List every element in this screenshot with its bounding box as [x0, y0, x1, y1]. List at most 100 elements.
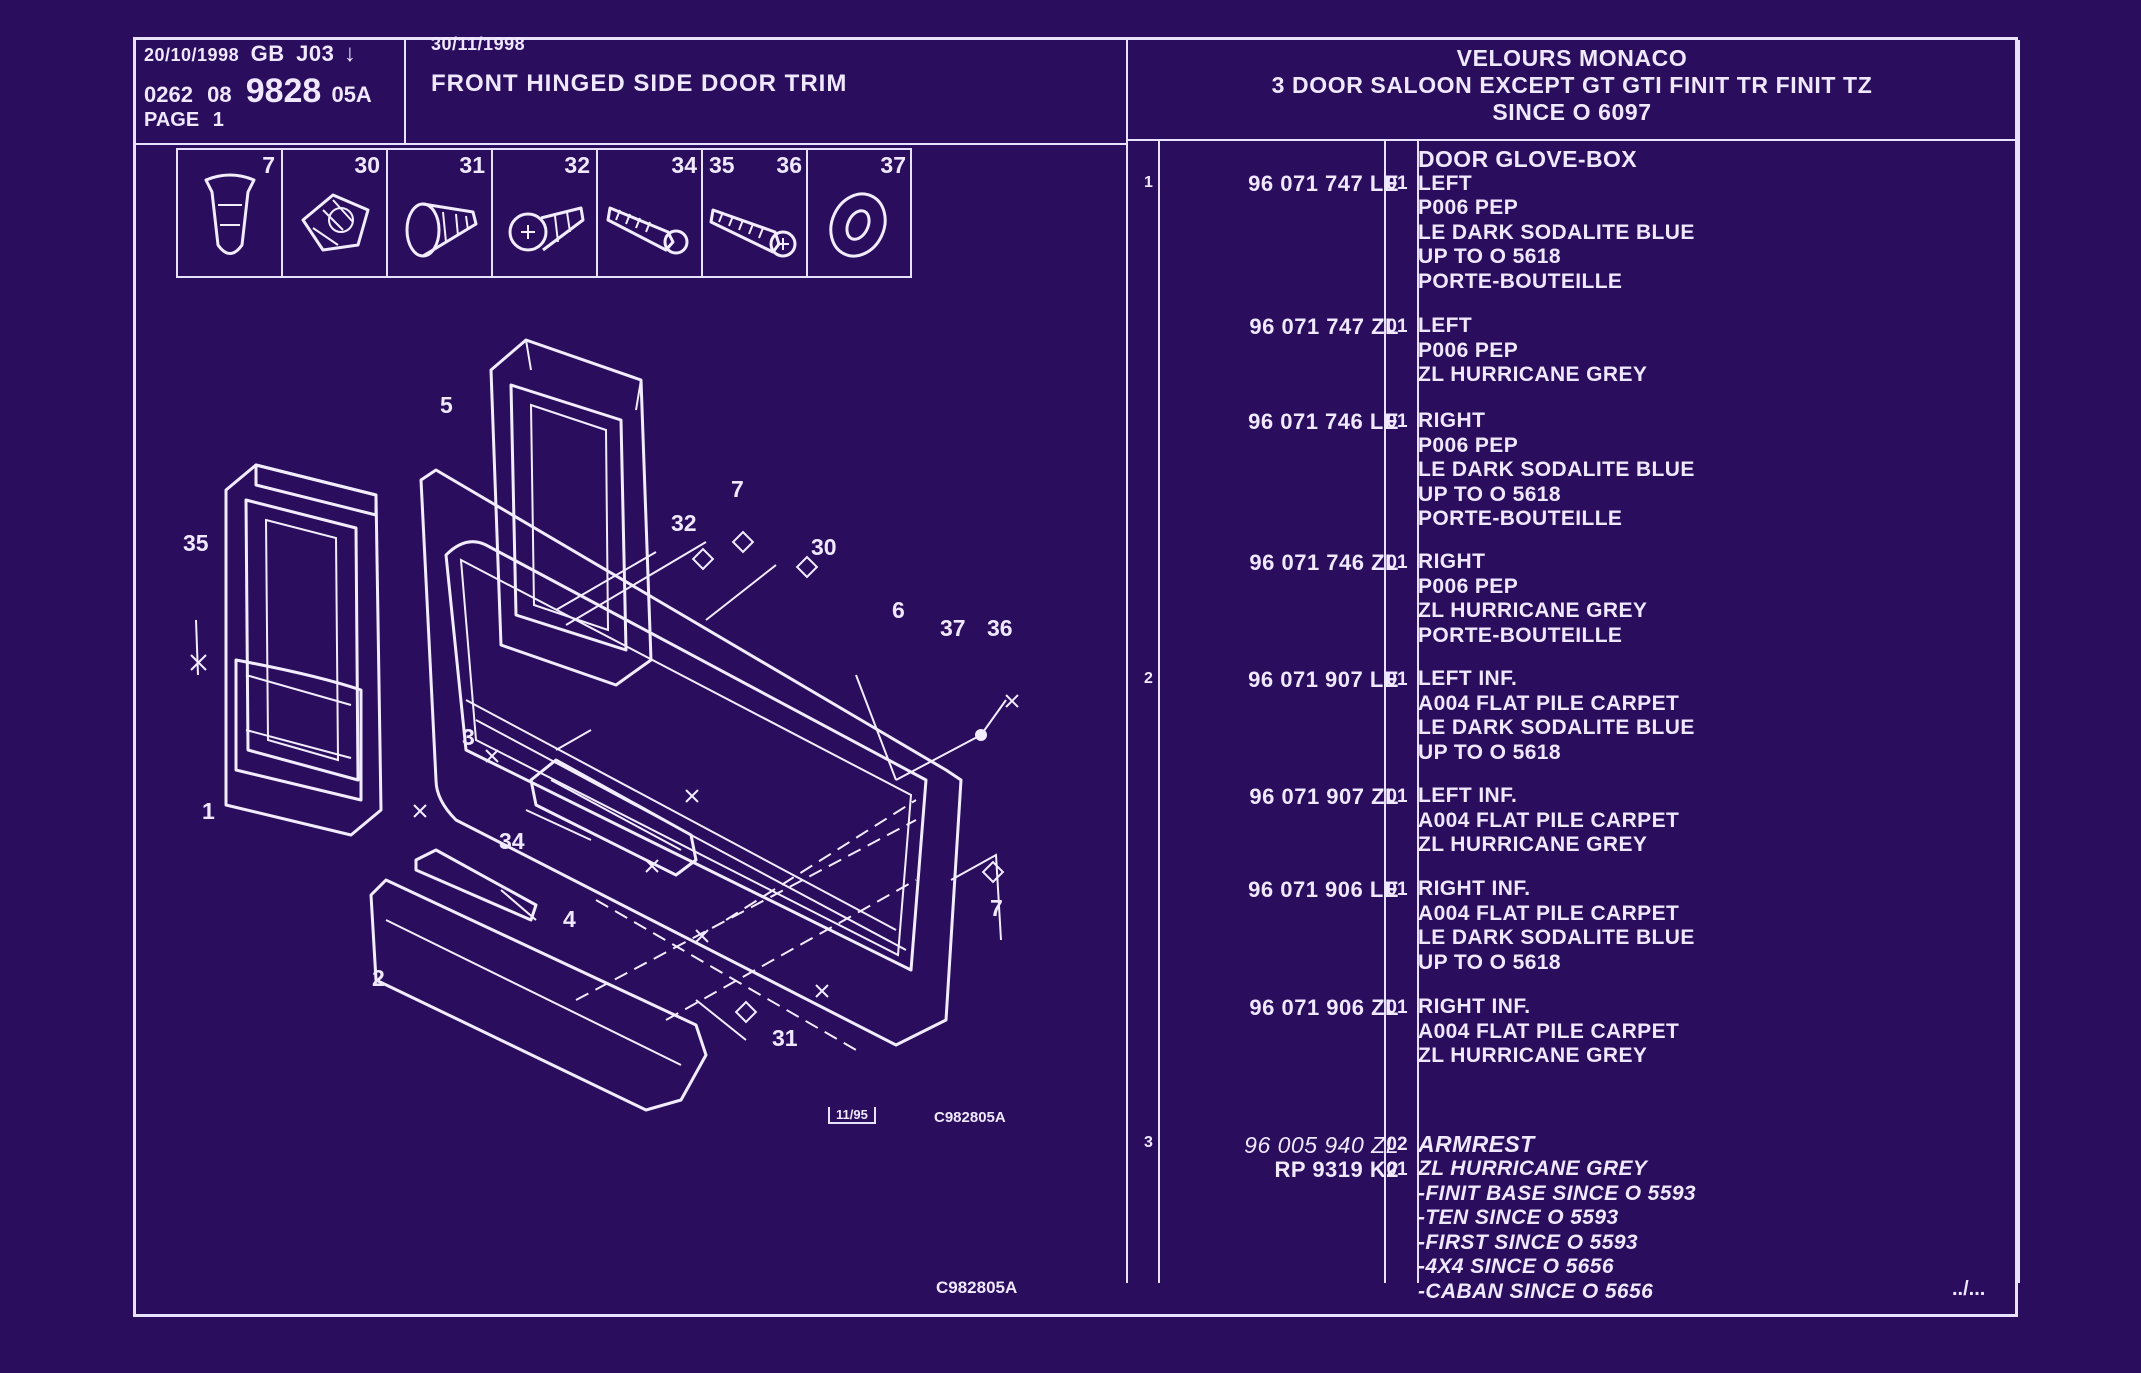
callout-4: 4 — [563, 906, 576, 932]
quantity: 02 — [1386, 1134, 1408, 1155]
quantity: 01 — [1386, 786, 1408, 807]
quantity: 01 — [1386, 316, 1408, 337]
sheet-code: J03 — [296, 41, 335, 66]
main-divider — [1126, 40, 1128, 1283]
ref-suffix: 05A — [331, 82, 372, 107]
fastener-cell-30: 30 — [283, 150, 388, 276]
print-date: 20/10/1998 — [144, 45, 240, 65]
desc-line: -TEN SINCE O 5593 — [1418, 1206, 1619, 1229]
page-label: PAGE — [144, 109, 200, 131]
desc-line: UP TO O 5618 — [1418, 740, 1561, 764]
trim-line-1: VELOURS MONACO — [1456, 45, 1688, 71]
header-bottom-left — [136, 143, 1126, 145]
desc-line: LEFT — [1418, 171, 1473, 195]
desc-line: RIGHT — [1418, 550, 1486, 573]
screw-cup-icon — [405, 202, 478, 258]
down-arrow-icon: ↓ — [343, 40, 357, 67]
fastener-cell-35-36: 35 36 — [703, 150, 808, 276]
desc-line: UP TO O 5618 — [1418, 950, 1561, 974]
part-number: 96 071 747 LE — [1248, 171, 1399, 196]
ref-prefix: 0262 — [144, 82, 193, 107]
callout-30: 30 — [811, 534, 837, 560]
drawing-code: C982805A — [934, 1109, 1006, 1126]
fastener-number: 35 — [709, 152, 735, 178]
quantity: 01 — [1386, 997, 1408, 1018]
header-divider-1 — [404, 40, 406, 143]
description: ARMREST — [1418, 1132, 1535, 1157]
part-number: 96 071 906 LE — [1248, 877, 1399, 902]
desc-line: A004 FLAT PILE CARPET — [1418, 808, 1680, 832]
description: RIGHT P006 PEP LE DARK SODALITE BLUE UP … — [1418, 409, 1695, 532]
section-title: FRONT HINGED SIDE DOOR TRIM — [431, 70, 848, 97]
part-number: RP 9319 K2 — [1274, 1157, 1399, 1182]
callout-6: 6 — [892, 597, 905, 623]
ref-column-line — [1158, 139, 1160, 1283]
page-row: PAGE 1 — [144, 109, 224, 132]
description: RIGHT INF. A004 FLAT PILE CARPET LE DARK… — [1418, 877, 1695, 975]
callout-32: 32 — [671, 510, 697, 536]
desc-line: LEFT INF. — [1418, 784, 1518, 807]
quantity: 01 — [1386, 173, 1408, 194]
fastener-cell-31: 31 — [388, 150, 493, 276]
quantity: 01 — [1386, 1159, 1408, 1180]
trim-line-3: SINCE O 6097 — [1492, 99, 1652, 125]
fastener-number: 36 — [776, 152, 802, 178]
door-trim-exploded-diagram — [190, 338, 1019, 1112]
desc-line: -CABAN SINCE O 5656 — [1418, 1279, 1654, 1303]
fastener-number: 31 — [459, 152, 485, 178]
continued-mark: ../... — [1952, 1278, 1986, 1300]
desc-line: PORTE-BOUTEILLE — [1418, 623, 1623, 647]
ref-number: 3 — [1144, 1134, 1153, 1151]
desc-line: P006 PEP — [1418, 338, 1519, 362]
desc-line: A004 FLAT PILE CARPET — [1418, 691, 1680, 715]
callout-37: 37 — [940, 615, 966, 641]
parts-sheet: 20/10/1998 GB J03 ↓ 0262 08 9828 05A PAG… — [133, 34, 2020, 1317]
quantity: 01 — [1386, 669, 1408, 690]
fastener-cell-7: 7 — [178, 150, 283, 276]
part-number: 96 071 907 LE — [1248, 667, 1399, 692]
description: RIGHT P006 PEP ZL HURRICANE GREY PORTE-B… — [1418, 550, 1647, 648]
desc-line: LEFT — [1418, 314, 1473, 337]
desc-line: A004 FLAT PILE CARPET — [1418, 1019, 1680, 1043]
callout-36: 36 — [987, 615, 1013, 641]
print-date-row: 20/10/1998 GB J03 ↓ — [144, 40, 356, 68]
quantity: 01 — [1386, 411, 1408, 432]
fastener-number: 37 — [880, 152, 906, 178]
desc-line: LE DARK SODALITE BLUE — [1418, 926, 1695, 949]
fastener-number: 7 — [262, 152, 275, 178]
description: LEFT P006 PEP ZL HURRICANE GREY — [1418, 314, 1647, 388]
desc-line: DOOR GLOVE-BOX — [1418, 146, 1638, 172]
part-number: 96 071 907 ZL — [1249, 784, 1399, 809]
washer-icon — [829, 192, 887, 258]
callout-2: 2 — [372, 965, 385, 991]
desc-line: P006 PEP — [1418, 433, 1519, 457]
fastener-number: 30 — [354, 152, 380, 178]
description: LEFT INF. A004 FLAT PILE CARPET ZL HURRI… — [1418, 784, 1679, 858]
desc-line: P006 PEP — [1418, 196, 1519, 219]
desc-line: PORTE-BOUTEILLE — [1418, 507, 1623, 530]
partno-column-line — [1384, 139, 1386, 1283]
description: ZL HURRICANE GREY -FINIT BASE SINCE O 55… — [1418, 1157, 1696, 1304]
desc-line: -FINIT BASE SINCE O 5593 — [1418, 1181, 1696, 1205]
desc-line: LE DARK SODALITE BLUE — [1418, 220, 1695, 244]
desc-line: ARMREST — [1418, 1131, 1535, 1157]
trim-heading: VELOURS MONACO 3 DOOR SALOON EXCEPT GT G… — [1131, 45, 2013, 126]
desc-line: ZL HURRICANE GREY — [1418, 363, 1648, 386]
fastener-number: 34 — [671, 152, 697, 178]
clip-icon — [204, 173, 256, 255]
parts-list: 1 96 071 747 LE 01 DOOR GLOVE-BOX LEFT P… — [1134, 144, 2024, 1303]
desc-line: ZL HURRICANE GREY — [1418, 1044, 1648, 1067]
callout-7a: 7 — [731, 476, 744, 502]
desc-line: RIGHT — [1418, 409, 1486, 432]
callout-1: 1 — [202, 798, 215, 824]
part-number: 96 005 940 ZL — [1244, 1132, 1399, 1158]
fastener-cell-34: 34 — [598, 150, 703, 276]
desc-line: LE DARK SODALITE BLUE — [1418, 716, 1695, 739]
part-number: 96 071 746 ZL — [1249, 550, 1399, 575]
callout-34: 34 — [499, 828, 525, 854]
fastener-cell-32: 32 — [493, 150, 598, 276]
ref-number: 1 — [1144, 174, 1153, 191]
retainer-clip-icon — [301, 193, 370, 252]
desc-line: ZL HURRICANE GREY — [1418, 833, 1648, 856]
quantity: 01 — [1386, 552, 1408, 573]
